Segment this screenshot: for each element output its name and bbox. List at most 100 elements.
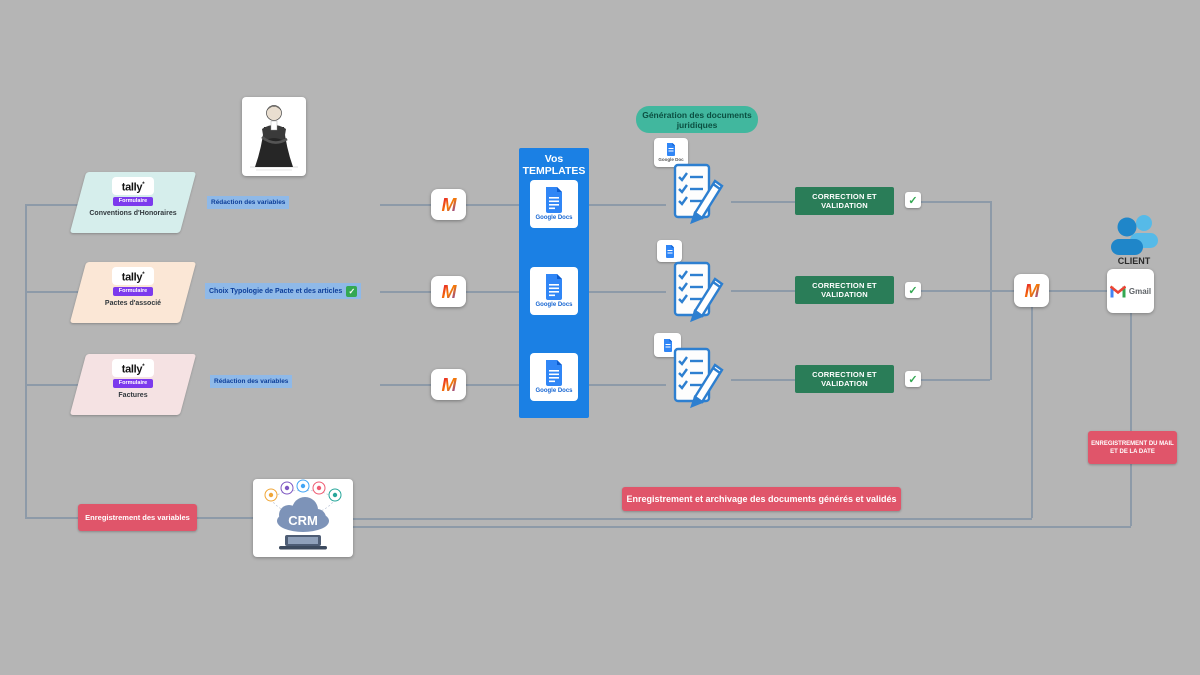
connector <box>25 204 27 518</box>
gdoc-mini-badge-label: Google Doc <box>658 157 684 162</box>
lawyer-illustration <box>242 97 306 176</box>
connector <box>380 204 432 206</box>
validation-label: CORRECTION ET VALIDATION <box>812 281 877 299</box>
connector <box>465 291 519 293</box>
tally-mark: * <box>142 364 145 370</box>
tally-logo: tally* <box>111 359 155 377</box>
connector <box>589 384 666 386</box>
make-m-glyph: M <box>1024 281 1040 301</box>
validation-label: CORRECTION ET VALIDATION <box>812 370 877 388</box>
source-shape-factures: tally* Formulaire Factures <box>69 354 197 415</box>
gdoc-mini-badge: Google Doc <box>654 138 688 167</box>
connector <box>589 204 666 206</box>
note-label: Choix Typologie de Pacte et des articles <box>209 287 343 295</box>
connector <box>921 379 990 381</box>
gmail-icon <box>1109 284 1126 297</box>
generation-badge-label: Génération des documents juridiques <box>642 109 752 130</box>
generation-badge: Génération des documents juridiques <box>636 106 758 133</box>
make-m-glyph: M <box>441 375 457 395</box>
gdocs-tile-label: Google Docs <box>535 302 573 308</box>
connector <box>731 379 795 381</box>
document-review-icon <box>665 261 729 325</box>
check-icon: ✓ <box>905 192 921 208</box>
note-choix-typologie: Choix Typologie de Pacte et des articles… <box>205 283 362 299</box>
connector <box>589 291 666 293</box>
templates-panel-title: Vos TEMPLATES <box>522 153 586 177</box>
make-icon: M <box>431 189 466 220</box>
gdocs-tile: Google Docs <box>530 267 578 315</box>
check-icon: ✓ <box>905 282 921 298</box>
crm-label: CRM <box>288 513 318 528</box>
source-content: tally* Formulaire Conventions d'Honorair… <box>78 172 188 233</box>
tally-wordmark: tally <box>121 181 143 194</box>
source-shape-conventions: tally* Formulaire Conventions d'Honorair… <box>69 172 197 233</box>
connector <box>352 518 1032 520</box>
google-docs-icon <box>546 274 562 300</box>
make-icon: M <box>431 369 466 400</box>
connector <box>380 291 432 293</box>
note-redaction-variables-2: Rédaction des variables <box>210 375 293 388</box>
mail-note-label: ENREGISTREMENT DU MAIL ET DE LA DATE <box>1091 440 1174 455</box>
google-docs-icon <box>546 360 562 386</box>
note-label: Rédaction des variables <box>214 378 289 385</box>
make-icon: M <box>1014 274 1049 307</box>
templates-panel: Vos TEMPLATES Google Docs Google Docs <box>519 148 589 418</box>
formulaire-badge: Formulaire <box>112 196 154 206</box>
connector <box>25 384 78 386</box>
source-content: tally* Formulaire Pactes d'associé <box>78 262 188 323</box>
connector <box>197 517 253 519</box>
connector <box>990 290 1014 292</box>
tally-mark: * <box>142 272 145 278</box>
connector <box>465 204 519 206</box>
make-m-glyph: M <box>441 282 457 302</box>
archive-banner-label: Enregistrement et archivage des document… <box>626 494 897 504</box>
variables-badge: Enregistrement des variables <box>78 504 197 531</box>
google-docs-icon <box>665 244 674 258</box>
connector <box>731 290 795 292</box>
document-review-icon <box>665 163 729 227</box>
gdoc-mini-badge <box>657 240 682 262</box>
variables-badge-label: Enregistrement des variables <box>85 513 190 522</box>
connector <box>25 291 78 293</box>
client-people-icon <box>1106 212 1162 256</box>
connector <box>731 201 795 203</box>
gdocs-tile-label: Google Docs <box>535 388 573 394</box>
gdocs-tile: Google Docs <box>530 180 578 228</box>
connector <box>921 290 990 292</box>
check-icon: ✓ <box>346 285 358 297</box>
connector <box>380 384 432 386</box>
archive-banner: Enregistrement et archivage des document… <box>622 487 901 511</box>
source-content: tally* Formulaire Factures <box>78 354 188 415</box>
note-label: Rédaction des variables <box>211 199 286 206</box>
gmail-label: Gmail <box>1128 286 1152 296</box>
gdocs-tile-label: Google Docs <box>535 215 573 221</box>
tally-wordmark: tally <box>121 271 143 284</box>
validation-label: CORRECTION ET VALIDATION <box>812 192 877 210</box>
connector <box>921 201 990 203</box>
connector <box>1031 307 1033 518</box>
gdocs-tile: Google Docs <box>530 353 578 401</box>
lawyer-drawing-icon <box>250 105 298 171</box>
make-icon: M <box>431 276 466 307</box>
source-shape-pactes: tally* Formulaire Pactes d'associé <box>69 262 197 323</box>
connector <box>352 526 1131 528</box>
connector <box>465 384 519 386</box>
formulaire-badge: Formulaire <box>112 286 154 296</box>
source-label: Factures <box>118 391 148 399</box>
mail-note: ENREGISTREMENT DU MAIL ET DE LA DATE <box>1088 431 1177 464</box>
tally-mark: * <box>142 182 145 188</box>
note-redaction-variables-1: Rédaction des variables <box>207 196 290 209</box>
connector <box>25 517 78 519</box>
google-docs-icon <box>667 143 675 156</box>
connector <box>1049 290 1107 292</box>
connector <box>25 204 78 206</box>
source-label: Conventions d'Honoraires <box>89 209 177 217</box>
make-m-glyph: M <box>441 195 457 215</box>
validation-box: CORRECTION ET VALIDATION <box>795 365 894 393</box>
google-docs-icon <box>663 338 672 352</box>
crm-illustration: CRM <box>253 479 353 557</box>
formulaire-badge: Formulaire <box>112 378 154 388</box>
client-label: CLIENT <box>1117 256 1151 266</box>
gmail-card: Gmail <box>1107 269 1154 313</box>
